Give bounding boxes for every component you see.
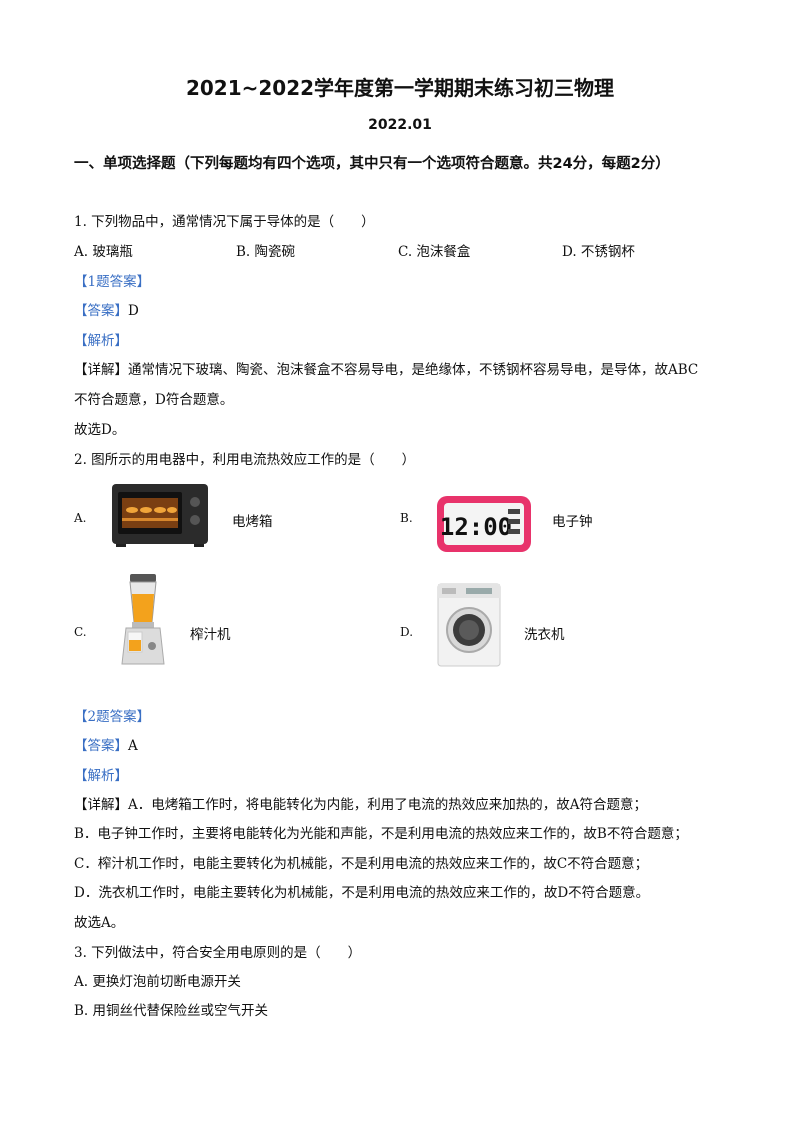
q2-option-c-letter: C.: [74, 625, 87, 639]
q1-answer-header: 【1题答案】: [74, 274, 151, 290]
q1-option-d: D. 不锈钢杯: [562, 244, 635, 260]
q2-stem: 2. 图所示的用电器中，利用电流热效应工作的是（ ）: [74, 452, 416, 468]
q1-answer-value: D: [128, 303, 139, 319]
q1-option-b: B. 陶瓷碗: [236, 244, 296, 260]
clock-icon: 12:00: [436, 495, 532, 553]
q1-detail-1: 【详解】通常情况下玻璃、陶瓷、泡沫餐盒不容易导电，是绝缘体，不锈钢杯容易导电，是…: [74, 362, 699, 378]
q2-detail-4: D．洗衣机工作时，电能主要转化为机械能，不是利用电流的热效应来工作的，故D不符合…: [74, 885, 650, 901]
q2-answer-header: 【2题答案】: [74, 709, 151, 725]
q1-conclusion: 故选D。: [74, 422, 126, 438]
q1-answer: 【答案】D: [74, 299, 139, 319]
washer-icon: [436, 582, 502, 668]
q2-analysis-header: 【解析】: [74, 768, 128, 784]
q2-conclusion: 故选A。: [74, 915, 125, 931]
juicer-icon: [118, 572, 168, 668]
q1-option-c: C. 泡沫餐盒: [398, 244, 471, 260]
q2-option-d-label: 洗衣机: [524, 627, 565, 643]
q1-option-a: A. 玻璃瓶: [74, 244, 133, 260]
q2-option-c-label: 榨汁机: [190, 627, 231, 643]
q3-stem: 3. 下列做法中，符合安全用电原则的是（ ）: [74, 945, 362, 961]
q3-option-a: A. 更换灯泡前切断电源开关: [74, 974, 241, 990]
q3-option-b: B. 用铜丝代替保险丝或空气开关: [74, 1003, 269, 1019]
q2-option-d-letter: D.: [400, 625, 414, 639]
exam-date: 2022.01: [368, 117, 432, 133]
page-title: 2021~2022学年度第一学期期末练习初三物理: [185, 76, 615, 100]
q1-stem: 1. 下列物品中，通常情况下属于导体的是（ ）: [74, 214, 375, 230]
q2-option-a-letter: A.: [74, 511, 87, 525]
answer-tag: 【答案】: [74, 738, 128, 754]
section-heading: 一、单项选择题（下列每题均有四个选项，其中只有一个选项符合题意。共24分，每题2…: [74, 156, 670, 172]
q2-detail-1: 【详解】A．电烤箱工作时，将电能转化为内能，利用了电流的热效应来加热的，故A符合…: [74, 797, 647, 813]
answer-tag: 【答案】: [74, 303, 128, 319]
q2-answer: 【答案】A: [74, 734, 138, 754]
q2-detail-2: B．电子钟工作时，主要将电能转化为光能和声能，不是利用电流的热效应来工作的，故B…: [74, 826, 688, 842]
q1-detail-2: 不符合题意，D符合题意。: [74, 392, 234, 408]
q2-option-b-label: 电子钟: [552, 514, 593, 530]
q2-option-a-label: 电烤箱: [232, 514, 273, 530]
q2-answer-value: A: [128, 738, 138, 754]
q2-option-b-letter: B.: [400, 511, 413, 525]
q1-analysis-header: 【解析】: [74, 333, 128, 349]
clock-display: 12:00: [440, 513, 512, 541]
oven-icon: [110, 482, 210, 548]
q2-detail-3: C．榨汁机工作时，电能主要转化为机械能，不是利用电流的热效应来工作的，故C不符合…: [74, 856, 649, 872]
